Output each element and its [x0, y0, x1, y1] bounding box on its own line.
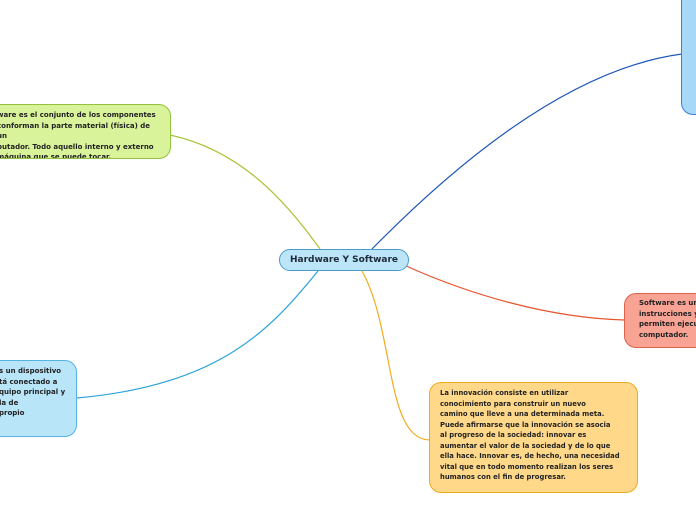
link-topright	[371, 53, 683, 250]
topright-node[interactable]	[681, 0, 696, 115]
link-hardware	[169, 134, 321, 250]
link-periferico	[76, 270, 319, 399]
software-node[interactable]: Software es un instrucciones y permiten …	[624, 293, 696, 348]
central-node[interactable]: Hardware Y Software	[279, 249, 409, 271]
hardware-node[interactable]: ware es el conjunto de los componentes c…	[0, 104, 171, 159]
link-innovacion	[361, 270, 431, 441]
link-software	[403, 264, 626, 321]
periferico-node[interactable]: s un dispositivo tá conectado a quipo pr…	[0, 360, 77, 437]
innovacion-node[interactable]: La innovación consiste en utilizar conoc…	[429, 382, 638, 493]
